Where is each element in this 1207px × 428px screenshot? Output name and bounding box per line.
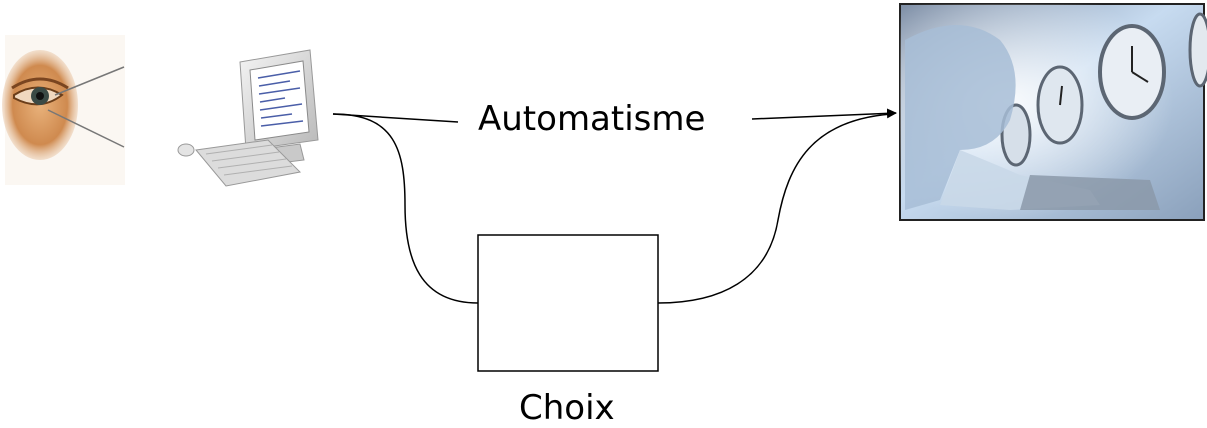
clock-icon: [1036, 65, 1084, 145]
clock-icon: [1098, 24, 1166, 120]
automatisme-label: Automatisme: [474, 102, 710, 136]
choix-box: [477, 234, 659, 372]
clock-icon: [1188, 12, 1207, 88]
computer-icon: [177, 49, 319, 187]
photo-person-laptop: [899, 3, 1207, 221]
choix-label: Choix: [519, 388, 615, 428]
curve-from-choix: [657, 113, 893, 304]
curve-to-choix: [332, 113, 479, 304]
automatisme-arrow: [751, 108, 897, 120]
eye-illustration: [2, 35, 125, 185]
